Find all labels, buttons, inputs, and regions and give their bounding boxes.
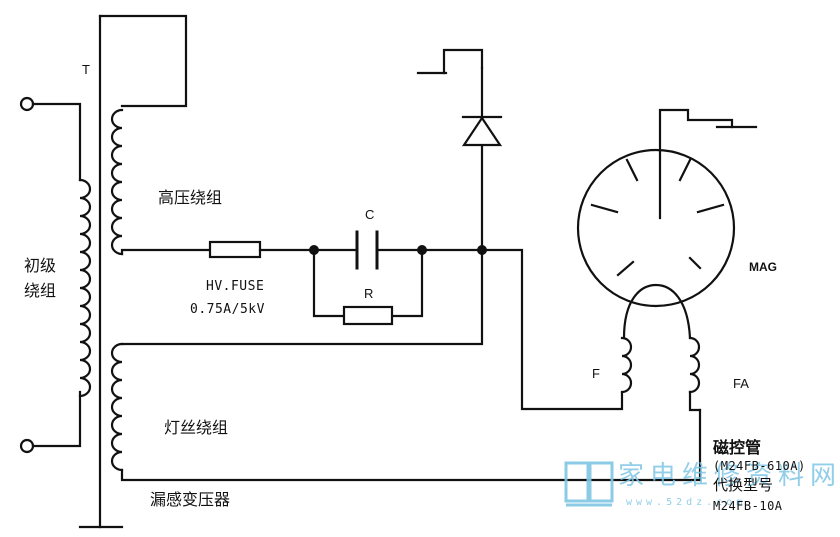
terminal-f-label: F [592, 366, 600, 381]
hv-winding-lead [120, 248, 212, 256]
junction-cap-res [417, 245, 427, 255]
resistor-label: R [364, 286, 374, 301]
magnetron-vane-1 [590, 203, 619, 214]
primary-coil [78, 178, 92, 398]
magnetron-vane-5 [616, 260, 635, 277]
hv-fuse [208, 240, 262, 259]
magnetron-cathode-arch [622, 283, 692, 340]
diode-triangle [461, 116, 503, 147]
primary-winding-label-1: 初级 [24, 256, 57, 275]
fa-lead [688, 390, 702, 412]
hv-winding-label: 高压绕组 [158, 188, 223, 207]
magnetron-body [576, 148, 736, 308]
junction-diode [477, 245, 487, 255]
primary-terminal-top [19, 96, 35, 112]
magnetron-cn-label: 磁控管 [713, 438, 762, 457]
transformer-label: T [82, 62, 90, 77]
resistor-branch [312, 248, 424, 318]
cathode-feed [480, 248, 624, 411]
watermark-url: www.52dz.com [626, 497, 747, 508]
magnetron-model-label: (M24FB-610A) [713, 459, 806, 473]
hv-coil [110, 108, 124, 256]
watermark-logo-icon [564, 461, 614, 507]
filament-coil [110, 342, 124, 472]
primary-lead-top [31, 102, 82, 182]
core-top [98, 14, 188, 108]
fuse-rating-label: 0.75A/5kV [190, 302, 265, 317]
magnetron-vane-3 [678, 158, 692, 182]
magnetron-antenna [658, 108, 734, 220]
junction-fuse-cap [309, 245, 319, 255]
filament-return [120, 408, 702, 482]
diode-wire [120, 66, 484, 346]
replacement-label: 代换型号 [713, 476, 774, 494]
filament-winding-label: 灯丝绕组 [164, 418, 229, 437]
primary-winding-label-2: 绕组 [24, 281, 57, 300]
magnetron-label: MAG [749, 260, 777, 274]
magnetron-vane-2 [625, 158, 639, 182]
magnetron-vane-6 [688, 256, 702, 270]
replacement-model-label: M24FB-10A [713, 499, 783, 513]
capacitor-label: C [365, 207, 375, 222]
primary-terminal-bottom [19, 438, 35, 454]
diode-ground-wire [442, 48, 484, 75]
filament-coil-fa [688, 336, 701, 394]
terminal-fa-label: FA [733, 376, 749, 391]
filament-coil-f [620, 336, 633, 394]
resistor [342, 305, 394, 326]
fuse-name-label: HV.FUSE [206, 279, 265, 294]
primary-lead-bottom [31, 390, 82, 448]
magnetron-vane-4 [696, 203, 725, 214]
watermark-text: 家电维修资料网 [618, 461, 840, 491]
leakage-transformer-label: 漏感变压器 [150, 490, 231, 509]
